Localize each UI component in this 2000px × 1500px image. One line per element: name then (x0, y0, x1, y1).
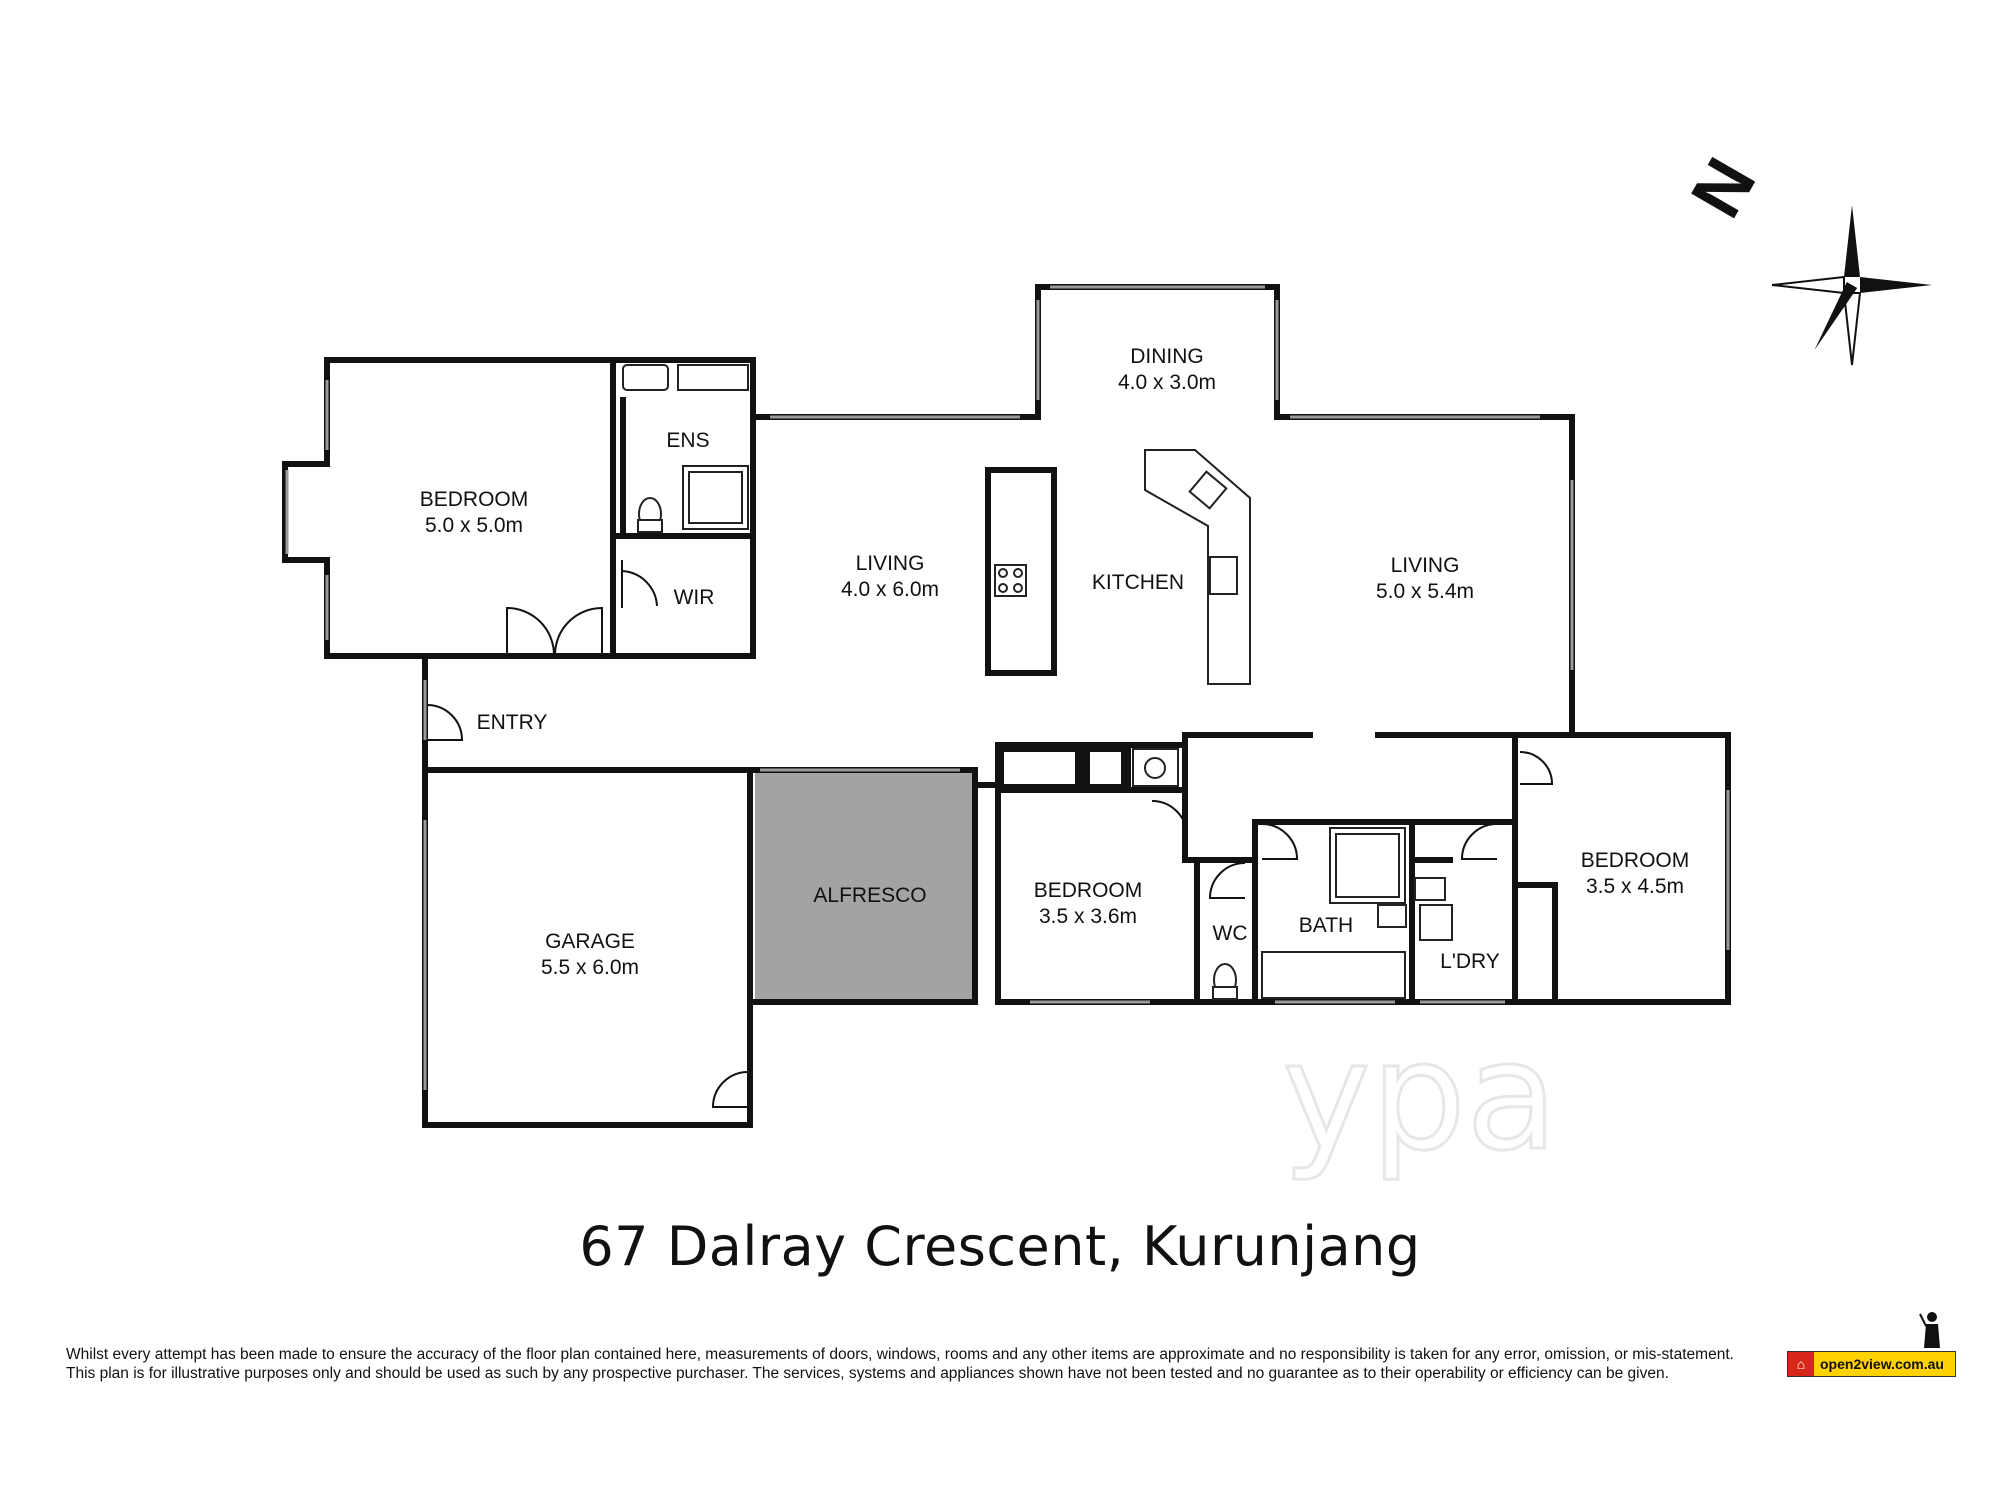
compass-north-label: N (1676, 145, 1771, 230)
room-size: 4.0 x 6.0m (841, 578, 939, 601)
brand-figure-icon (1919, 1312, 1940, 1348)
room-name: LIVING (1391, 554, 1460, 577)
watermark: ypa (1282, 1010, 1558, 1184)
room-name: L'DRY (1440, 950, 1500, 973)
house-icon: ⌂ (1788, 1352, 1814, 1376)
room-size: 3.5 x 4.5m (1586, 875, 1684, 898)
room-name: WC (1213, 922, 1248, 945)
windows (285, 285, 1730, 1090)
room-size: 3.5 x 3.6m (1039, 905, 1137, 928)
disclaimer: Whilst every attempt has been made to en… (66, 1345, 1786, 1383)
disclaimer-line-1: Whilst every attempt has been made to en… (66, 1346, 1734, 1363)
doors (426, 560, 1554, 1108)
room-name: ALFRESCO (813, 884, 926, 907)
room-labels: BEDROOM 5.0 x 5.0m ENS WIR LIVING 4.0 x … (420, 345, 1690, 979)
room-name: BEDROOM (1034, 879, 1143, 902)
alfresco-area (755, 770, 975, 1002)
compass-icon (1771, 205, 1932, 366)
room-size: 5.5 x 6.0m (541, 956, 639, 979)
room-name: LIVING (856, 552, 925, 575)
room-name: BEDROOM (420, 488, 529, 511)
room-name: KITCHEN (1092, 571, 1184, 594)
room-name: ENS (666, 429, 709, 452)
room-size: 5.0 x 5.4m (1376, 580, 1474, 603)
fixtures (620, 364, 1453, 1000)
room-name: BATH (1299, 914, 1353, 937)
brand-logo[interactable]: ⌂ open2view.com.au (1787, 1351, 1956, 1377)
room-size: 5.0 x 5.0m (425, 514, 523, 537)
room-name: GARAGE (545, 930, 635, 953)
property-address: 67 Dalray Crescent, Kurunjang (579, 1215, 1421, 1278)
room-name: ENTRY (477, 711, 548, 734)
room-name: BEDROOM (1581, 849, 1690, 872)
brand-label: open2view.com.au (1820, 1356, 1944, 1372)
disclaimer-line-2: This plan is for illustrative purposes o… (66, 1365, 1669, 1382)
room-size: 4.0 x 3.0m (1118, 371, 1216, 394)
room-name: DINING (1130, 345, 1204, 368)
walls (282, 284, 1731, 1128)
room-name: WIR (674, 586, 715, 609)
